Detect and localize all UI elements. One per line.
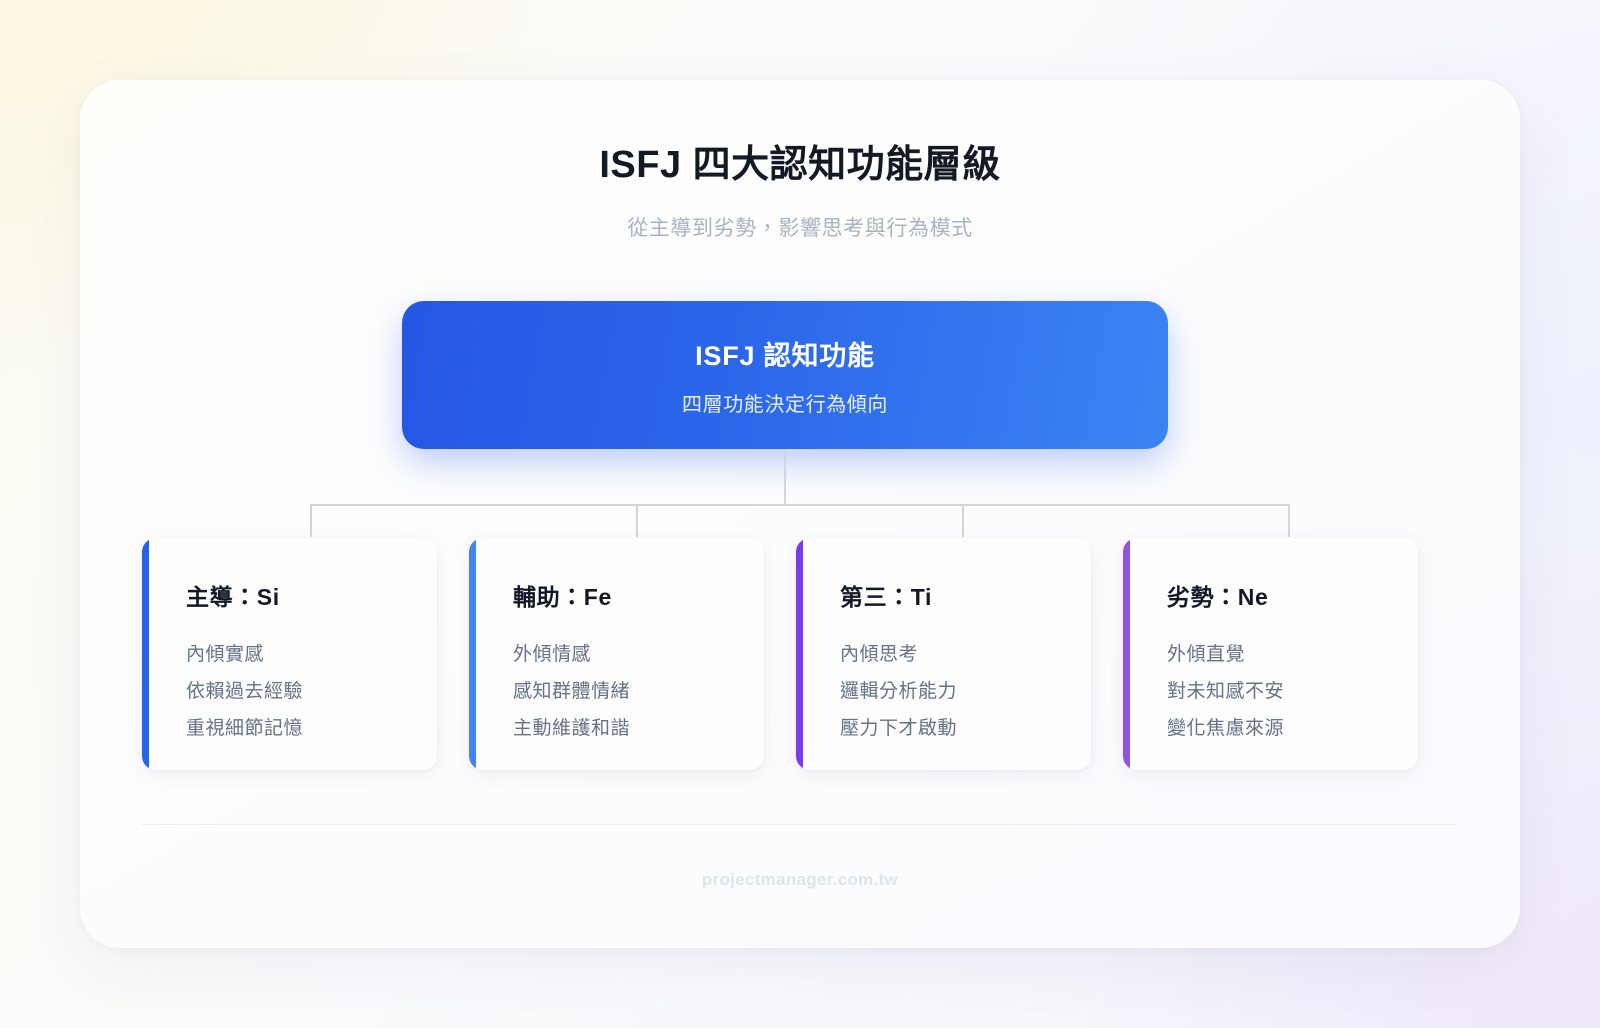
connector-drop-4 (1288, 504, 1290, 537)
page-subtitle: 從主導到劣勢，影響思考與行為模式 (627, 216, 973, 240)
card-line: 邏輯分析能力 (840, 681, 958, 703)
function-card: 劣勢：Ne 外傾直覺 對未知感不安 變化焦慮來源 (1123, 538, 1418, 770)
card-title: 劣勢：Ne (1167, 584, 1269, 610)
card-line: 外傾直覺 (1167, 644, 1246, 665)
card-title: 第三：Ti (840, 584, 933, 610)
footer-divider (142, 824, 1458, 825)
connector-lines (80, 449, 1520, 549)
card-line: 依賴過去經驗 (186, 681, 304, 703)
footer-site: projectmanager.com.tw (701, 870, 899, 889)
function-cards: 主導：Si 內傾實感 依賴過去經驗 重視細節記憶 輔助：Fe 外傾情感 感知群體… (142, 538, 1458, 770)
infographic-panel: ISFJ 四大認知功能層級 從主導到劣勢，影響思考與行為模式 ISFJ 認知功能… (80, 80, 1520, 948)
function-card: 主導：Si 內傾實感 依賴過去經驗 重視細節記憶 (142, 538, 437, 770)
card-line: 壓力下才啟動 (840, 718, 958, 740)
hero-card: ISFJ 認知功能 四層功能決定行為傾向 (402, 301, 1168, 449)
card-line: 變化焦慮來源 (1167, 718, 1285, 740)
connector-stem (784, 449, 786, 504)
card-accent-bar (796, 538, 803, 770)
card-line: 重視細節記憶 (186, 718, 304, 740)
connector-drop-1 (310, 504, 312, 537)
card-accent-bar (142, 538, 149, 770)
card-accent-bar (469, 538, 476, 770)
card-line: 對未知感不安 (1167, 681, 1285, 703)
card-title: 輔助：Fe (513, 584, 612, 610)
card-line: 外傾情感 (513, 644, 592, 665)
connector-drop-2 (636, 504, 638, 537)
card-line: 內傾實感 (186, 644, 265, 665)
hero-subtitle: 四層功能決定行為傾向 (682, 393, 888, 416)
card-line: 感知群體情緒 (513, 681, 631, 703)
card-title: 主導：Si (186, 584, 280, 610)
card-accent-bar (1123, 538, 1130, 770)
function-card: 第三：Ti 內傾思考 邏輯分析能力 壓力下才啟動 (796, 538, 1091, 770)
hero-title: ISFJ 認知功能 (695, 340, 875, 371)
card-line: 內傾思考 (840, 644, 919, 665)
function-card: 輔助：Fe 外傾情感 感知群體情緒 主動維護和諧 (469, 538, 764, 770)
connector-rail (310, 504, 1290, 506)
connector-drop-3 (962, 504, 964, 537)
card-line: 主動維護和諧 (513, 718, 631, 740)
header: ISFJ 四大認知功能層級 從主導到劣勢，影響思考與行為模式 (80, 142, 1520, 242)
page-title: ISFJ 四大認知功能層級 (599, 144, 1001, 186)
